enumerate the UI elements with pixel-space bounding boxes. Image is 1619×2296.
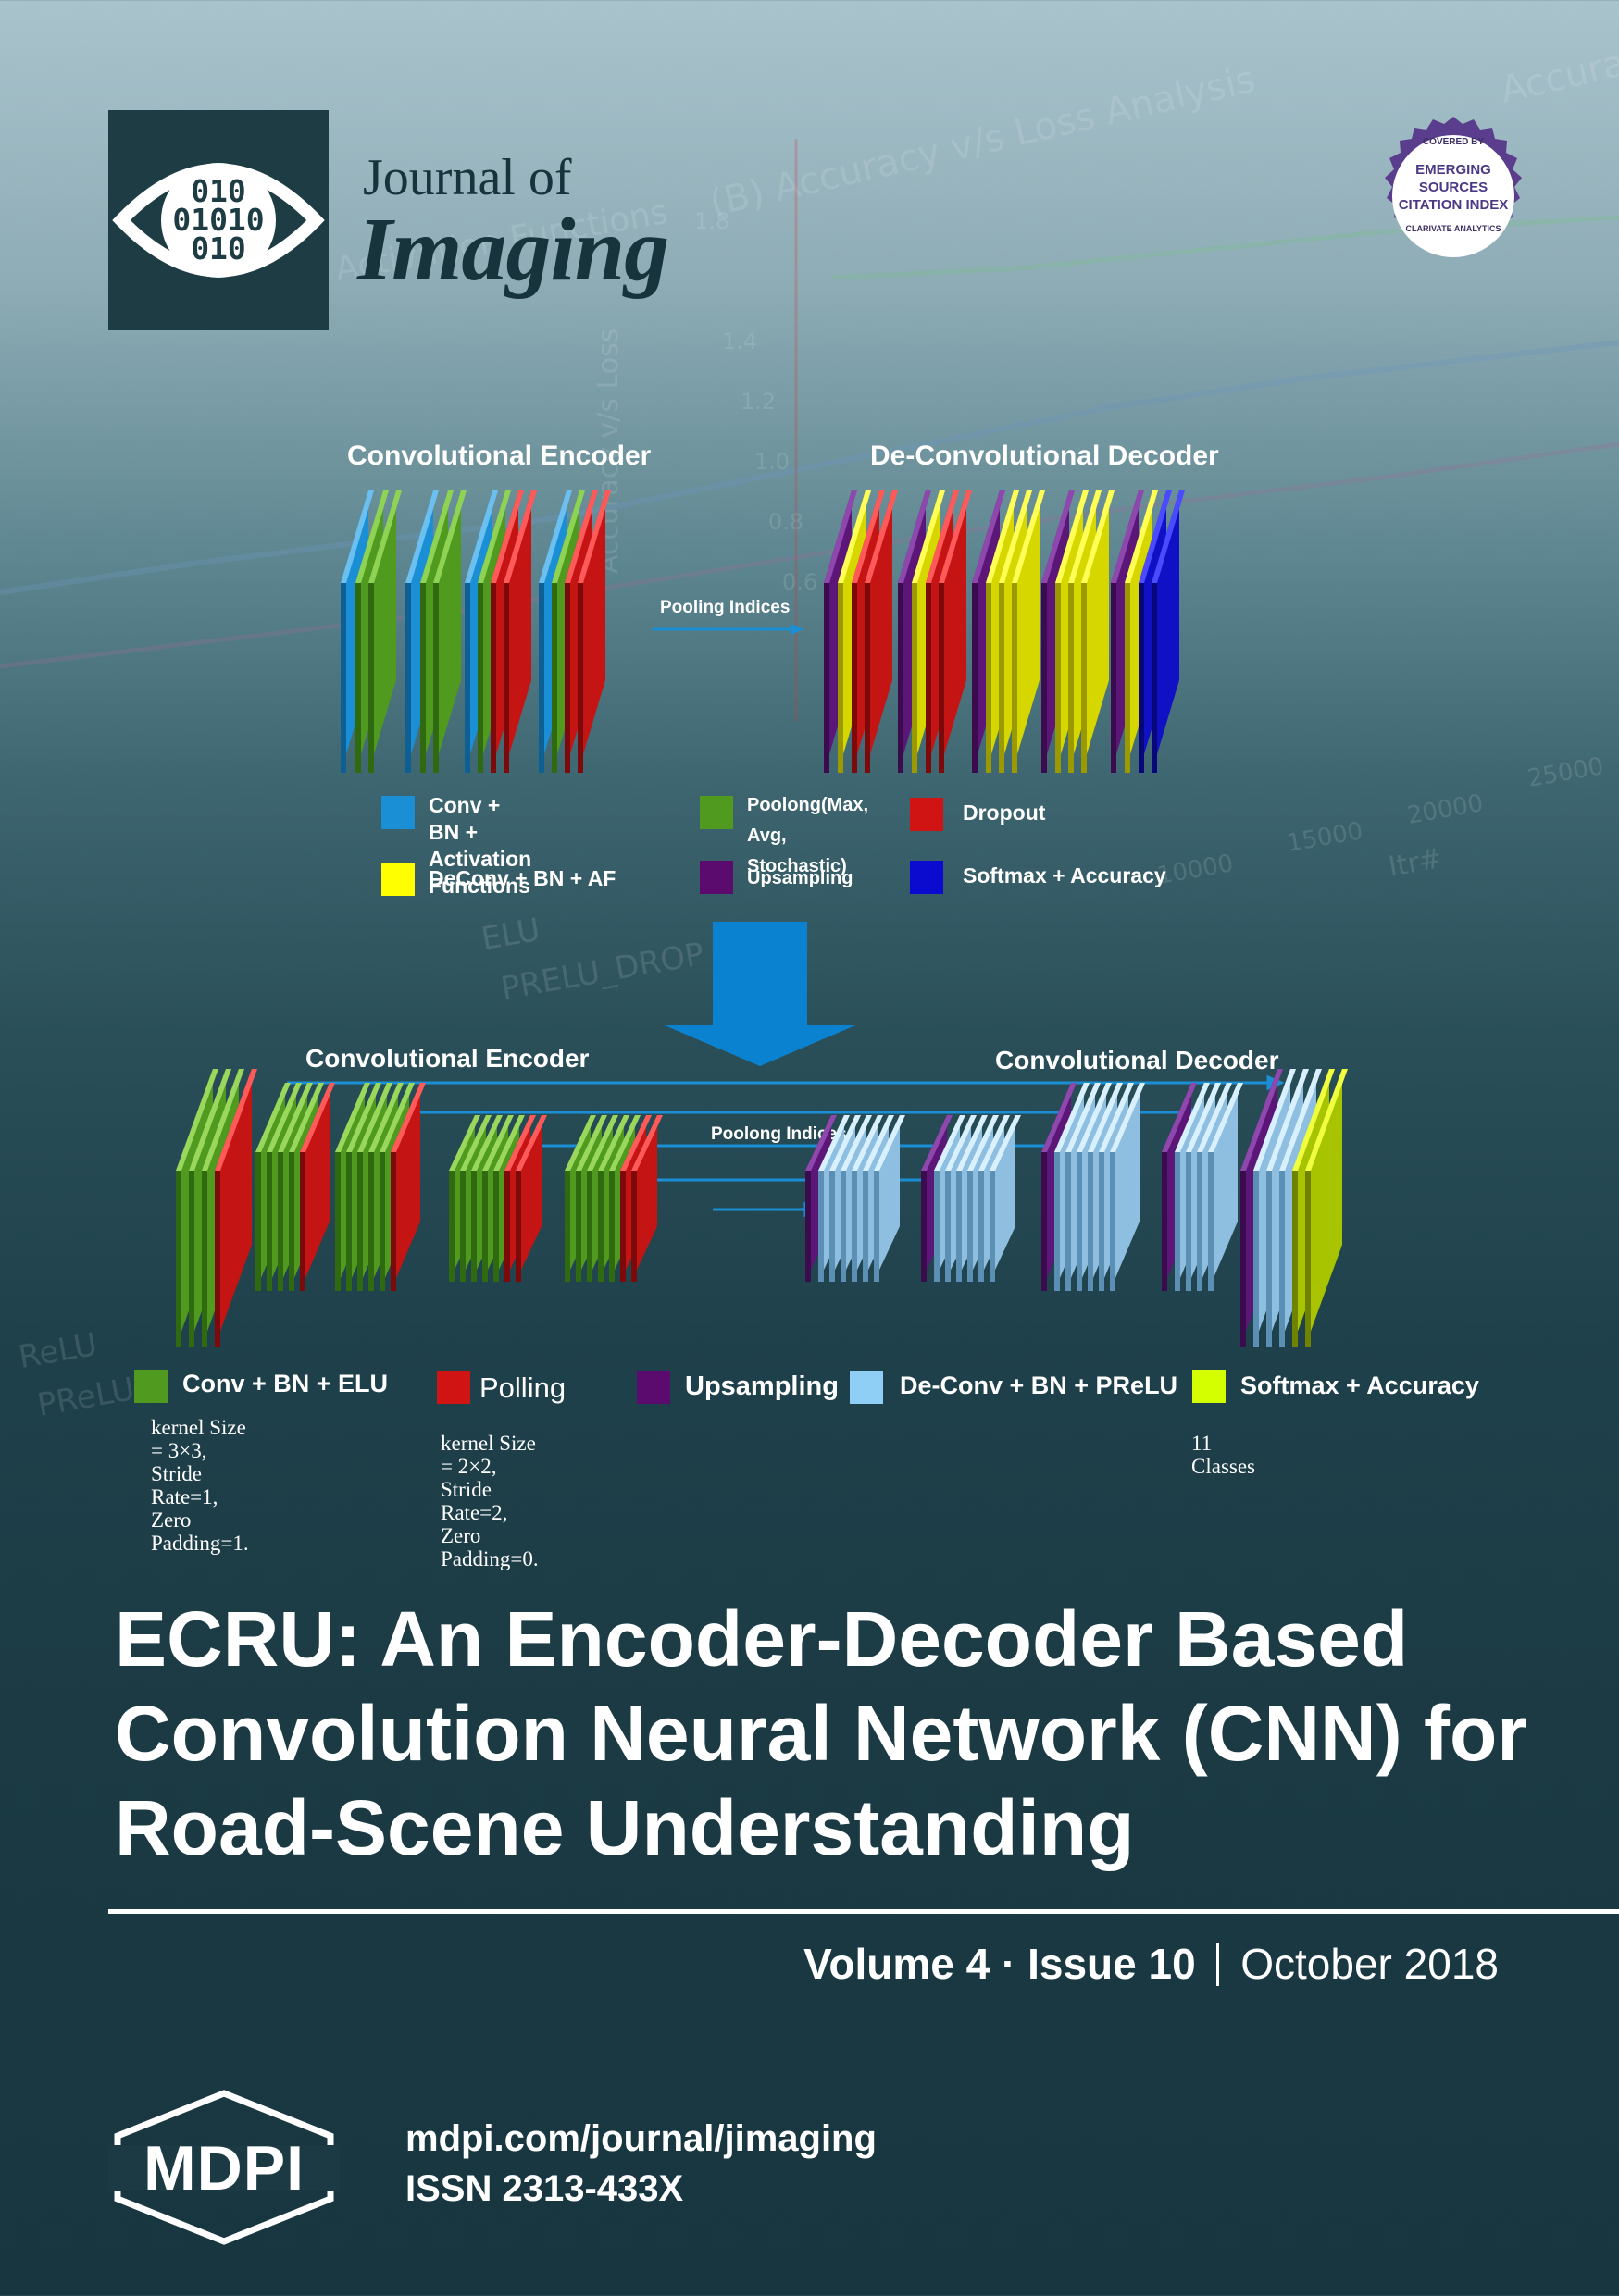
down-arrow: [665, 922, 855, 1066]
bottom-pooling-label: Poolong Indices: [711, 1124, 847, 1144]
journal-name-line2: Imaging: [357, 200, 669, 300]
legend-label-conv: Conv + BN + Activation Functions: [429, 793, 532, 898]
mdpi-logo: MDPI: [108, 2090, 340, 2245]
issue-label: Issue 10: [1027, 1940, 1196, 1988]
legend-swatch-softmax: [1192, 1370, 1226, 1403]
legend-note-conv: kernel Size = 3×3, Stride Rate=1, Zero P…: [151, 1416, 249, 1555]
hexagon-logo-icon: [108, 2090, 340, 2245]
top-encoder-stack: [341, 490, 611, 773]
legend-swatch-conv-elu: [134, 1370, 168, 1403]
legend-label-softmax: Softmax + Accuracy: [1240, 1371, 1479, 1399]
watermark-tick: 1.0: [754, 449, 791, 475]
bottom-decoder-stack: [805, 1069, 1348, 1347]
background-plot: [0, 139, 1619, 722]
legend-label-upsampling: Upsampling: [685, 1371, 839, 1401]
bottom-architecture-diagram: [176, 1069, 1348, 1347]
watermark-legend: PReLU: [34, 1371, 138, 1424]
legend-label-deconv: DeConv + BN + AF: [429, 866, 616, 890]
issue-separator: ·: [1002, 1940, 1016, 1988]
top-decoder-title: De-Convolutional Decoder: [870, 441, 1219, 471]
legend-label-polling: Polling: [479, 1371, 567, 1404]
legend-label-upsampling: Upsampling: [747, 868, 853, 888]
watermark-tick: 0.8: [768, 509, 804, 535]
badge-top-text: COVERED BY: [1422, 137, 1485, 147]
legend-label-dropout: Dropout: [963, 800, 1046, 825]
legend-label-pooling: Poolong(Max, Avg, Stochastic): [747, 795, 869, 876]
watermark-tick: 1.2: [741, 389, 777, 415]
badge-bottom-text: CLARIVATE ANALYTICS: [1405, 224, 1501, 233]
legend-swatch-conv: [381, 796, 415, 829]
badge-line: SOURCES: [1418, 180, 1488, 195]
mdpi-wordmark: MDPI: [143, 2133, 305, 2203]
volume-label: Volume 4: [803, 1940, 990, 1988]
seal-icon: [1385, 117, 1522, 257]
top-architecture-diagram: [341, 490, 1185, 773]
watermark-tick: 1.8: [694, 208, 730, 234]
publisher-info: mdpi.com/journal/jimaging ISSN 2313-433X: [405, 2114, 877, 2214]
title-divider: [108, 1909, 1619, 1914]
logo-binary-line: 01010: [172, 202, 265, 238]
top-pooling-label: Pooling Indices: [660, 598, 791, 617]
legend-swatch-upsampling: [637, 1371, 670, 1404]
top-encoder-title: Convolutional Encoder: [347, 441, 652, 471]
watermark-tick: 1.4: [722, 329, 758, 354]
article-title: ECRU: An Encoder-Decoder Based Convoluti…: [115, 1595, 1527, 1871]
legend-swatch-softmax: [910, 861, 943, 894]
esci-badge: COVERED BY EMERGING SOURCES CITATION IND…: [1372, 115, 1535, 278]
legend-swatch-deconv-prelu: [850, 1371, 883, 1404]
legend-swatch-deconv: [381, 863, 415, 896]
legend-swatch-pooling: [700, 796, 733, 829]
bottom-decoder-title: Convolutional Decoder: [995, 1046, 1279, 1074]
legend-label-deconv-prelu: De-Conv + BN + PReLU: [900, 1371, 1178, 1399]
watermark-tick: 0.6: [782, 569, 818, 595]
legend-swatch-upsampling: [700, 861, 733, 894]
issue-divider: [1216, 1943, 1220, 1986]
badge-line: CITATION INDEX: [1398, 197, 1509, 213]
journal-url-link[interactable]: mdpi.com/journal/jimaging: [405, 2118, 877, 2159]
issue-date: October 2018: [1240, 1940, 1499, 1988]
badge-line: EMERGING: [1415, 162, 1491, 178]
legend-swatch-polling: [437, 1371, 470, 1404]
logo-binary-line: 010: [191, 230, 246, 267]
top-decoder-stack: [824, 490, 1185, 773]
legend-label-conv-elu: Conv + BN + ELU: [182, 1370, 389, 1397]
issue-info: Volume 4 · Issue 10 October 2018: [803, 1939, 1499, 1989]
issn-text: ISSN 2313-433X: [405, 2168, 684, 2209]
bottom-encoder-stack: [176, 1069, 663, 1347]
legend-swatch-dropout: [910, 798, 943, 831]
journal-logo: 010 01010 010: [108, 110, 329, 330]
legend-note-polling: kernel Size = 2×2, Stride Rate=2, Zero P…: [441, 1432, 539, 1570]
logo-binary-line: 010: [191, 173, 246, 209]
eye-binary-icon: [112, 163, 325, 278]
journal-name-line1: Journal of: [363, 149, 572, 206]
legend-note-softmax: 11 Classes: [1191, 1432, 1255, 1478]
bottom-encoder-title: Convolutional Encoder: [305, 1044, 590, 1073]
legend-label-softmax: Softmax + Accuracy: [963, 863, 1166, 887]
watermark-legend: ReLU: [16, 1325, 100, 1377]
